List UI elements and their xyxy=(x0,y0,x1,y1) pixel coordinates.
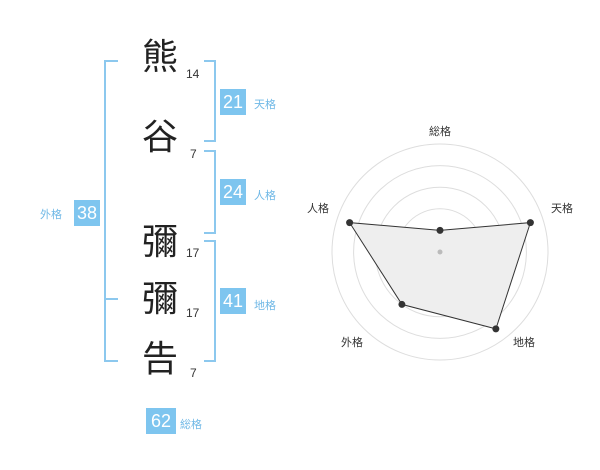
tenkaku-badge: 21 xyxy=(220,89,246,115)
axis-label-jinkaku: 人格 xyxy=(307,201,329,215)
stroke-count-2: 7 xyxy=(190,147,197,161)
gaikaku-bracket-tick xyxy=(104,298,118,300)
gaikaku-badge: 38 xyxy=(74,200,100,226)
stroke-count-3: 17 xyxy=(186,246,200,260)
chikaku-bracket xyxy=(204,240,216,362)
jinkaku-bracket xyxy=(204,150,216,234)
radar-center xyxy=(437,249,443,255)
name-char-4: 彌 xyxy=(141,279,178,320)
chikaku-label: 地格 xyxy=(254,299,276,312)
name-char-3: 彌 xyxy=(141,222,178,263)
gaikaku-label: 外格 xyxy=(40,208,62,221)
stroke-count-5: 7 xyxy=(190,366,197,380)
name-char-5: 告 xyxy=(141,339,178,380)
radar-point-1 xyxy=(526,219,534,227)
name-char-2: 谷 xyxy=(141,117,178,158)
axis-label-soukaku: 総格 xyxy=(429,124,451,138)
axis-label-chikaku: 地格 xyxy=(513,335,535,349)
radar-polygon xyxy=(348,222,532,330)
axis-label-tenkaku: 天格 xyxy=(551,201,573,215)
soukaku-badge: 62 xyxy=(146,408,176,434)
tenkaku-bracket xyxy=(204,60,216,142)
radar-ring-5 xyxy=(331,143,549,361)
radar-point-4 xyxy=(346,219,354,227)
gaikaku-bracket xyxy=(104,60,118,362)
axis-label-gaikaku: 外格 xyxy=(341,335,363,349)
stroke-count-4: 17 xyxy=(186,306,200,320)
tenkaku-label: 天格 xyxy=(254,98,276,111)
radar-point-2 xyxy=(492,325,500,333)
soukaku-label: 総格 xyxy=(180,418,202,431)
radar-ring-4 xyxy=(353,165,527,339)
jinkaku-label: 人格 xyxy=(254,189,276,202)
radar-point-0 xyxy=(436,226,444,234)
jinkaku-badge: 24 xyxy=(220,179,246,205)
chikaku-badge: 41 xyxy=(220,288,246,314)
radar-point-3 xyxy=(398,300,406,308)
name-char-1: 熊 xyxy=(141,37,178,78)
stroke-count-1: 14 xyxy=(186,67,200,81)
